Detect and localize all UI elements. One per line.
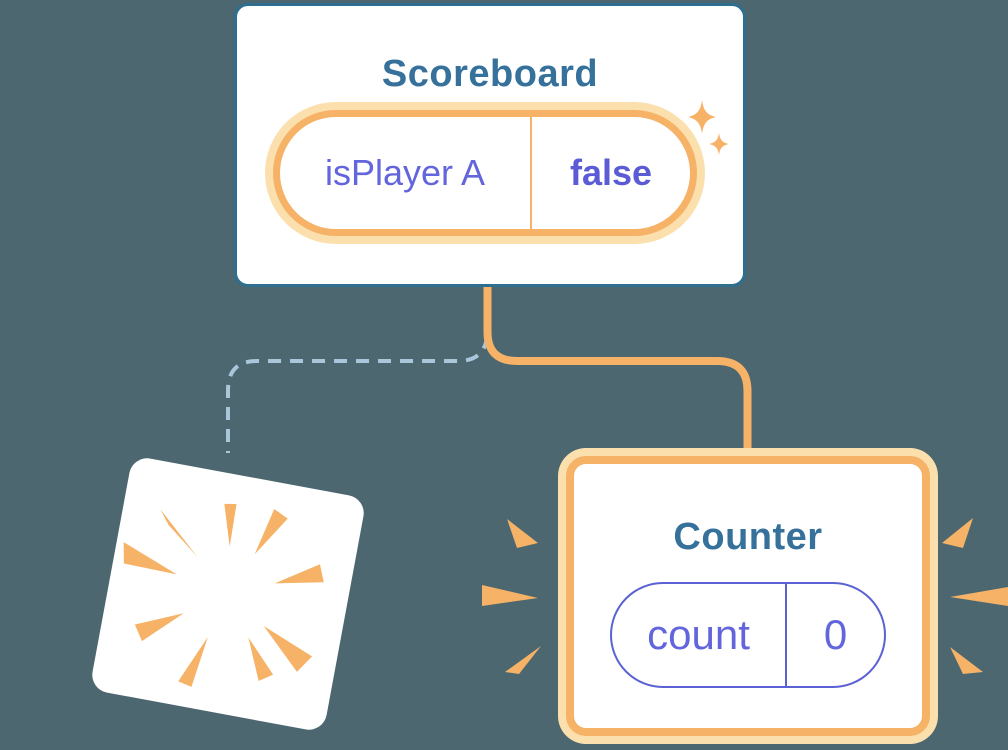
burst-wedge [505, 646, 541, 674]
burst-wedge [482, 585, 538, 606]
state-key-label: count [647, 611, 750, 658]
burst-wedge [942, 518, 973, 548]
destroyed-component-card [89, 455, 367, 733]
burst-wedge [950, 647, 983, 674]
poof-burst-icon [123, 503, 324, 687]
active-edge-line [483, 284, 752, 456]
counter-component-card: Counter count 0 [566, 456, 930, 736]
pill-divider [530, 117, 532, 229]
counter-state-pill: count 0 [610, 582, 886, 688]
scoreboard-title: Scoreboard [381, 53, 599, 95]
state-value-label: false [569, 152, 653, 193]
scoreboard-component-card: Scoreboard isPlayer A false [234, 3, 746, 287]
burst-wedge [507, 519, 538, 548]
counter-title: Counter [673, 516, 823, 558]
state-key-label: isPlayer A [324, 152, 486, 193]
state-value-label: 0 [823, 611, 848, 658]
burst-wedge [950, 587, 1008, 606]
removed-edge-dashed-line [226, 329, 490, 453]
pill-divider [785, 584, 787, 686]
scoreboard-state-pill: isPlayer A false [273, 110, 697, 236]
